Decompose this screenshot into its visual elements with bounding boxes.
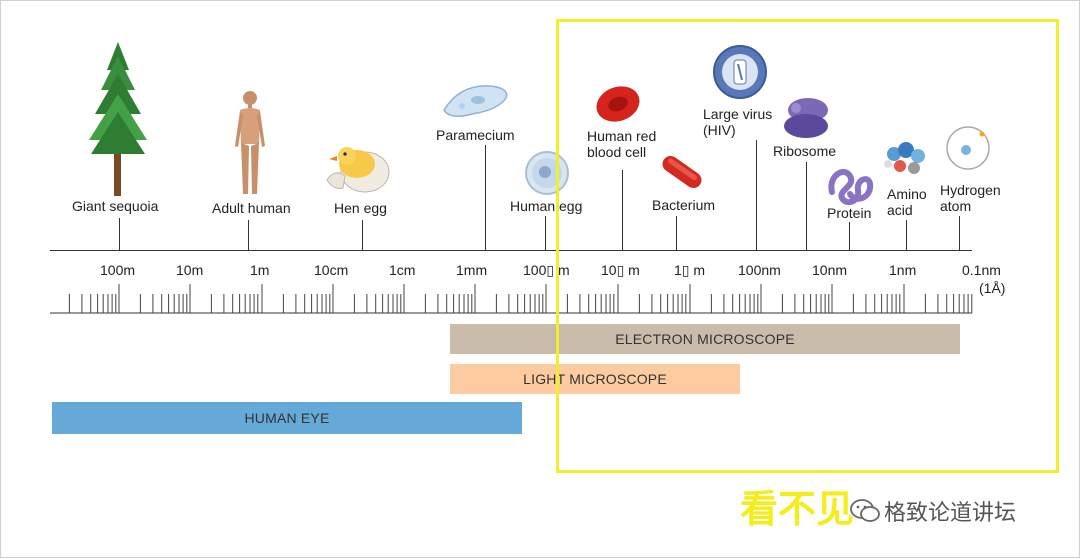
wechat-icon xyxy=(850,498,880,524)
human-eye-range-bar: HUMAN EYE xyxy=(52,402,522,434)
highlight-box xyxy=(556,19,1059,473)
watermark-account-name: 格致论道讲坛 xyxy=(884,495,1016,527)
watermark-chinese-text: 看不见 xyxy=(740,478,854,533)
